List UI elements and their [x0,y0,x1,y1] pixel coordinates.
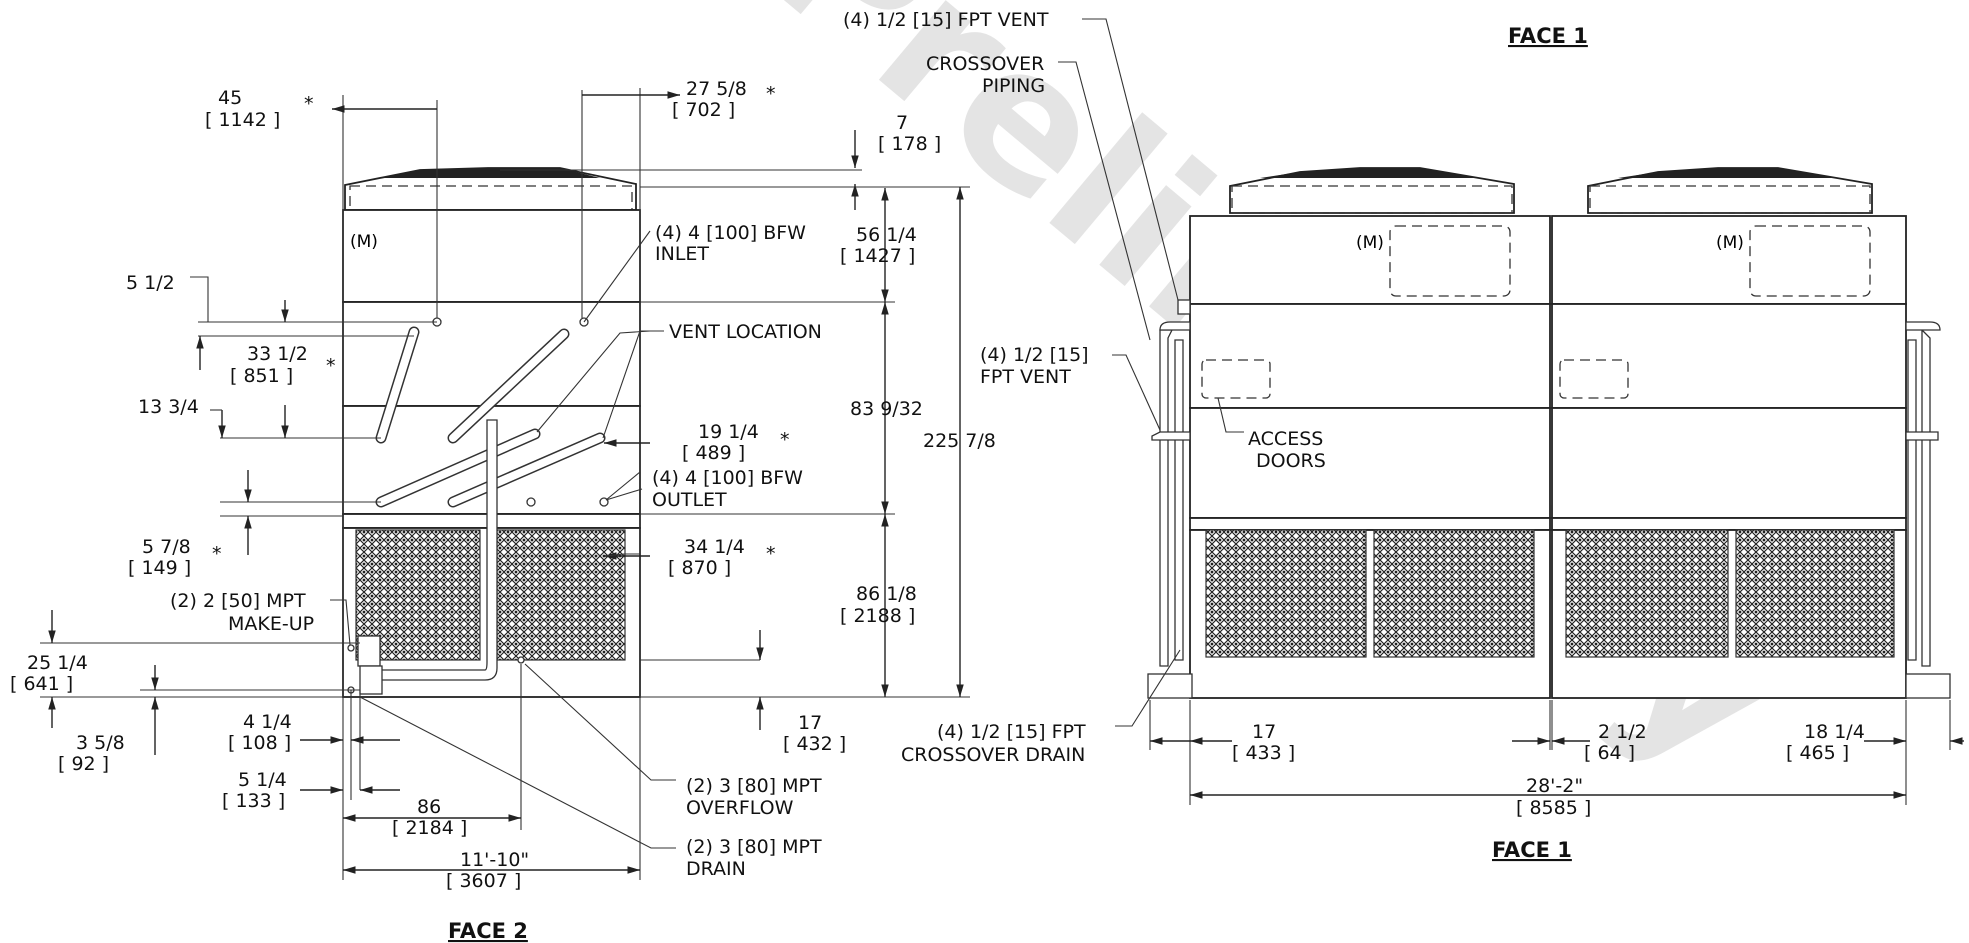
air-inlet-louver [1565,529,1729,658]
dim-13-3-4: 13 3/4 [138,396,199,418]
note-star: * [780,429,790,451]
inlet-label-2: INLET [655,243,709,265]
dim-25-1-4: 25 1/4 [27,652,88,674]
dim-18-1-4: 18 1/4 [1804,721,1865,743]
air-inlet-louver [1373,529,1535,658]
outlet-label-2: OUTLET [652,489,727,511]
drain-label: (2) 3 [80] MPT [686,836,822,858]
dim-7-mm: [ 178 ] [878,133,941,155]
crossover-label-2: PIPING [982,75,1045,97]
dim-225-7-8: 225 7/8 [923,430,996,452]
dim-5-7-8-mm: [ 149 ] [128,557,191,579]
dim-17: 17 [798,712,822,734]
air-inlet-louver [496,529,626,661]
vent-side-label-2: FPT VENT [980,366,1071,388]
dim-34-1-4-mm: [ 870 ] [668,557,731,579]
overflow-label-2: OVERFLOW [686,797,794,819]
dim-83-9-32: 83 9/32 [850,398,923,420]
access-door [1559,359,1629,399]
face2-title: FACE 2 [448,919,528,943]
air-inlet-louver [1205,529,1367,658]
dim-86-mm: [ 2184 ] [392,817,467,839]
note-star: * [766,543,776,565]
dim-28-2: 28'-2" [1526,775,1583,797]
logo-icon: (M) [350,232,378,252]
dim-11-10-mm: [ 3607 ] [446,870,521,892]
dim-5-1-4: 5 1/4 [238,769,287,791]
dim-5-1-4-mm: [ 133 ] [222,790,285,812]
logo-icon: (M) [1356,233,1384,253]
access-door [1201,359,1271,399]
dim-56-1-4-mm: [ 1427 ] [840,245,915,267]
dim-11-10: 11'-10" [460,849,529,871]
access-doors-label: ACCESS [1248,428,1323,450]
crossover-drain-label: (4) 1/2 [15] FPT [937,721,1086,743]
crossover-label: CROSSOVER [926,53,1044,75]
dim-3-5-8-mm: [ 92 ] [58,753,109,775]
crossover-drain-label-2: CROSSOVER DRAIN [901,744,1085,766]
face1-title-bottom: FACE 1 [1492,838,1572,862]
face1-title-top: FACE 1 [1508,24,1588,48]
face1-annotations: (4) 1/2 [15] FPT VENT CROSSOVER PIPING (… [843,9,1865,862]
dim-5-7-8: 5 7/8 [142,536,191,558]
access-doors-label-2: DOORS [1256,450,1326,472]
dim-56-1-4: 56 1/4 [856,224,917,246]
dim-45: 45 [218,87,242,109]
dim-2-1-2-mm: [ 64 ] [1584,742,1635,764]
dim-28-2-mm: [ 8585 ] [1516,797,1591,819]
dim-19-1-4-mm: [ 489 ] [682,442,745,464]
vent-location-label: VENT LOCATION [669,321,822,343]
inlet-label: (4) 4 [100] BFW [655,222,806,244]
dim-27-5-8-mm: [ 702 ] [672,99,735,121]
dim-4-1-4: 4 1/4 [243,711,292,733]
dim-86-1-8-mm: [ 2188 ] [840,605,915,627]
dim-7: 7 [896,112,908,134]
dim-27-5-8: 27 5/8 [686,78,747,100]
dim-86-1-8: 86 1/8 [856,583,917,605]
drain-label-2: DRAIN [686,858,746,880]
dim-18-1-4-mm: [ 465 ] [1786,742,1849,764]
note-star: * [326,355,336,377]
dim-25-1-4-mm: [ 641 ] [10,673,73,695]
dim-34-1-4: 34 1/4 [684,536,745,558]
dim-3-5-8: 3 5/8 [76,732,125,754]
dim-4-1-4-mm: [ 108 ] [228,732,291,754]
note-star: * [212,543,222,565]
face2-dimensions [40,88,970,880]
dim-33-1-2: 33 1/2 [247,343,308,365]
dim-17-face1-mm: [ 433 ] [1232,742,1295,764]
note-star: * [304,93,314,115]
note-star: * [766,83,776,105]
dim-17-mm: [ 432 ] [783,733,846,755]
dim-33-1-2-mm: [ 851 ] [230,365,293,387]
dim-86: 86 [417,796,441,818]
overflow-label: (2) 3 [80] MPT [686,775,822,797]
face2-unit: (M) [342,167,641,698]
vent-side-label: (4) 1/2 [15] [980,344,1089,366]
dim-5-1-2: 5 1/2 [126,272,175,294]
logo-icon: (M) [1716,233,1744,253]
dim-17-face1: 17 [1252,721,1276,743]
vent-top-label: (4) 1/2 [15] FPT VENT [843,9,1049,31]
makeup-label-2: MAKE-UP [228,613,314,635]
face1-dimensions [1058,18,1964,805]
dim-19-1-4: 19 1/4 [698,421,759,443]
makeup-label: (2) 2 [50] MPT [170,590,306,612]
dim-2-1-2: 2 1/2 [1598,721,1647,743]
outlet-label: (4) 4 [100] BFW [652,467,803,489]
face1-units: (M) (M) [1147,167,1951,699]
dim-45-mm: [ 1142 ] [205,109,280,131]
face2-annotations: 45 [ 1142 ] * 27 5/8 [ 702 ] * 7 [ 178 ]… [10,78,996,943]
air-inlet-louver [1735,529,1895,658]
